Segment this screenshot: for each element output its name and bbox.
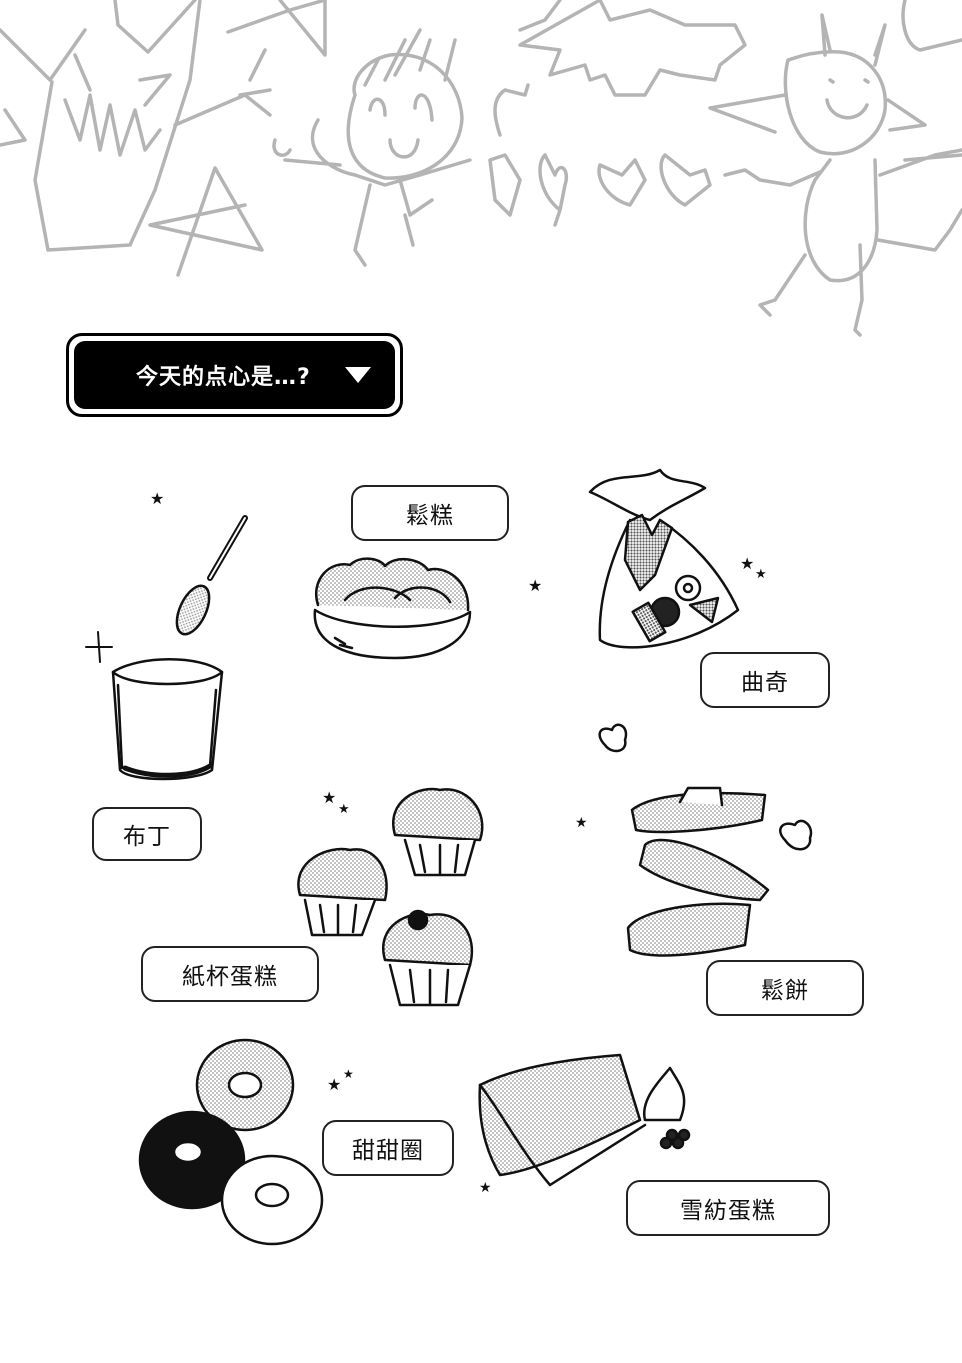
- star-icon: ★: [327, 1075, 342, 1094]
- background-doodles: [0, 0, 962, 337]
- label-pudding[interactable]: 布丁: [92, 807, 202, 861]
- title-text: 今天的点心是…?: [136, 365, 311, 390]
- star-icon: ★: [338, 802, 350, 817]
- triangle-down-icon: [344, 367, 371, 383]
- muffin-bread-illustration: [313, 557, 472, 660]
- star-icon: ★: [479, 1180, 492, 1196]
- label-cookies[interactable]: 曲奇: [700, 652, 830, 708]
- pound-cake-illustration: [598, 723, 813, 957]
- star-icon: ★: [740, 554, 755, 573]
- star-icon: ★: [343, 1067, 354, 1081]
- title-box[interactable]: 今天的点心是…?: [66, 333, 403, 417]
- label-pound-cake[interactable]: 鬆餅: [706, 960, 864, 1016]
- label-cupcakes[interactable]: 紙杯蛋糕: [141, 946, 319, 1002]
- donuts-illustration: [138, 1038, 324, 1246]
- cupcakes-illustration: [297, 787, 484, 1007]
- chiffon-cake-illustration: [478, 1053, 691, 1187]
- star-icon: ★: [150, 489, 165, 508]
- label-muffin-bread[interactable]: 鬆糕: [351, 485, 509, 541]
- star-icon: ★: [528, 576, 543, 595]
- label-donuts[interactable]: 甜甜圈: [322, 1120, 454, 1176]
- snack-illustrations: [85, 468, 813, 1246]
- label-chiffon-cake[interactable]: 雪紡蛋糕: [626, 1180, 830, 1236]
- cookies-illustration: [588, 468, 740, 649]
- star-icon: ★: [575, 815, 588, 831]
- title-box-inner: 今天的点心是…?: [74, 341, 395, 409]
- star-icon: ★: [322, 788, 337, 807]
- pudding-illustration: [85, 515, 248, 781]
- star-icon: ★: [755, 567, 767, 582]
